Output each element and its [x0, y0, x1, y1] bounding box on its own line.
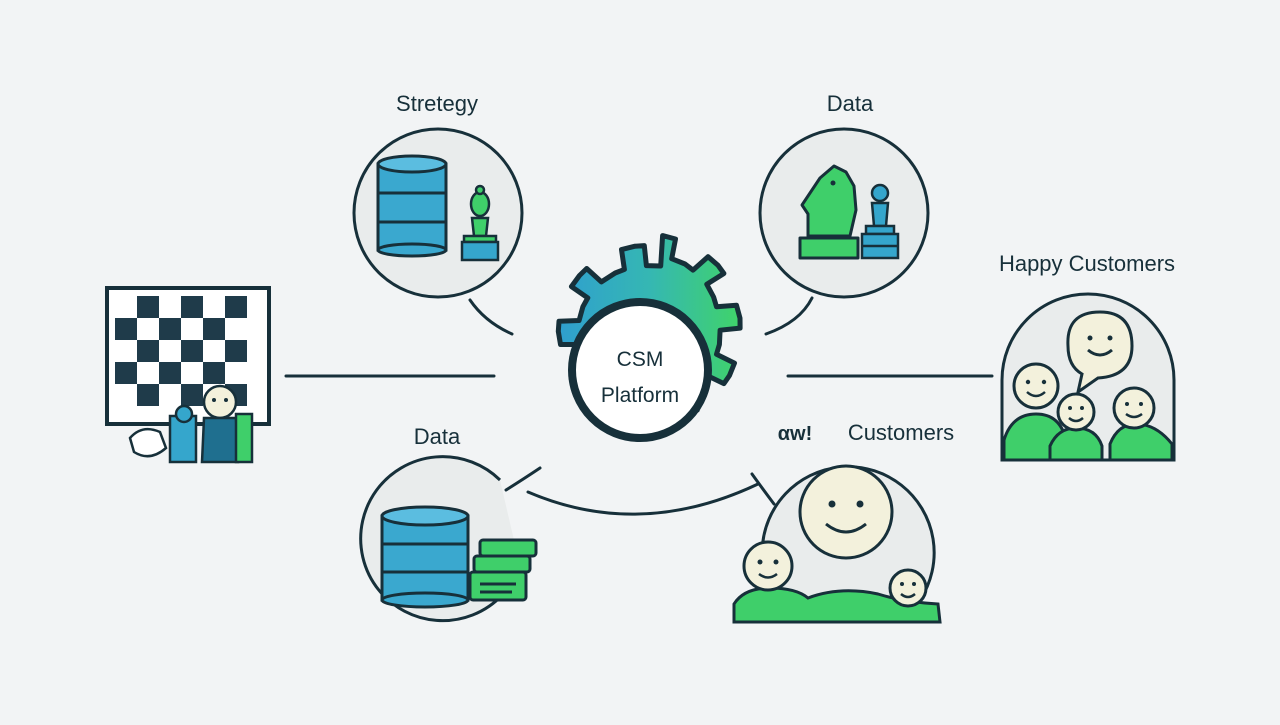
chessboard-square	[159, 318, 181, 340]
chessboard-square	[225, 340, 247, 362]
chess-pawn-icon	[860, 183, 900, 260]
chessboard-square	[203, 362, 225, 384]
connector-strategy	[468, 298, 514, 336]
node-data-top	[758, 127, 930, 299]
speech-bubble-smiley-icon	[1066, 310, 1134, 396]
chessboard-square	[159, 296, 181, 318]
chessboard-square	[181, 384, 203, 406]
chessboard-square	[115, 384, 137, 406]
connector-arc-bottom	[526, 482, 760, 516]
chessboard-square	[225, 362, 247, 384]
chessboard-square	[181, 318, 203, 340]
chessboard-square	[115, 318, 137, 340]
database-icon	[380, 505, 470, 609]
chessboard-square	[203, 318, 225, 340]
connectors	[284, 296, 994, 516]
chessboard-square	[137, 362, 159, 384]
customer-smiley-icon	[798, 464, 894, 560]
chessboard-square	[203, 340, 225, 362]
label-customers-prefix: αw!	[778, 423, 813, 445]
node-data-bottom	[359, 455, 538, 623]
document-stack-icon	[468, 538, 538, 602]
customer-group-icon	[732, 540, 942, 624]
connector-data-top	[764, 296, 814, 336]
node-chessboard	[105, 286, 271, 464]
chessboard-square	[115, 296, 137, 318]
connector-data-bottom	[504, 466, 542, 492]
chessboard-square	[115, 362, 137, 384]
csm-platform-gear: CSM Platform	[555, 233, 743, 442]
chessboard-square	[137, 318, 159, 340]
chess-bishop-icon	[460, 184, 500, 262]
chessboard-square	[115, 340, 137, 362]
chessboard-square	[225, 318, 247, 340]
chessboard-square	[159, 384, 181, 406]
chessboard-square	[137, 296, 159, 318]
chess-player-icon	[128, 384, 254, 464]
chess-knight-icon	[798, 164, 860, 260]
chessboard-square	[181, 362, 203, 384]
label-customers: Customers	[848, 420, 954, 445]
chessboard-square	[159, 362, 181, 384]
connector-customers	[750, 472, 776, 506]
chessboard-square	[225, 296, 247, 318]
chessboard-square	[181, 296, 203, 318]
database-icon	[376, 154, 448, 258]
chessboard-square	[137, 340, 159, 362]
chessboard-square	[181, 340, 203, 362]
chessboard-icon	[115, 296, 247, 406]
center-title-csm: CSM	[617, 348, 664, 371]
node-strategy	[352, 127, 524, 299]
label-data-bottom: Data	[414, 424, 461, 449]
node-customers	[732, 464, 942, 624]
gear-inner-ring	[568, 298, 712, 442]
node-happy-customers	[1000, 292, 1176, 462]
chessboard-square	[159, 340, 181, 362]
customer-group-icon	[1002, 362, 1174, 462]
center-title-platform: Platform	[601, 384, 679, 407]
label-data-top: Data	[827, 91, 874, 116]
label-strategy: Stretegy	[396, 91, 478, 116]
chessboard-square	[137, 384, 159, 406]
label-happy-customers: Happy Customers	[999, 251, 1175, 276]
chessboard-square	[203, 296, 225, 318]
